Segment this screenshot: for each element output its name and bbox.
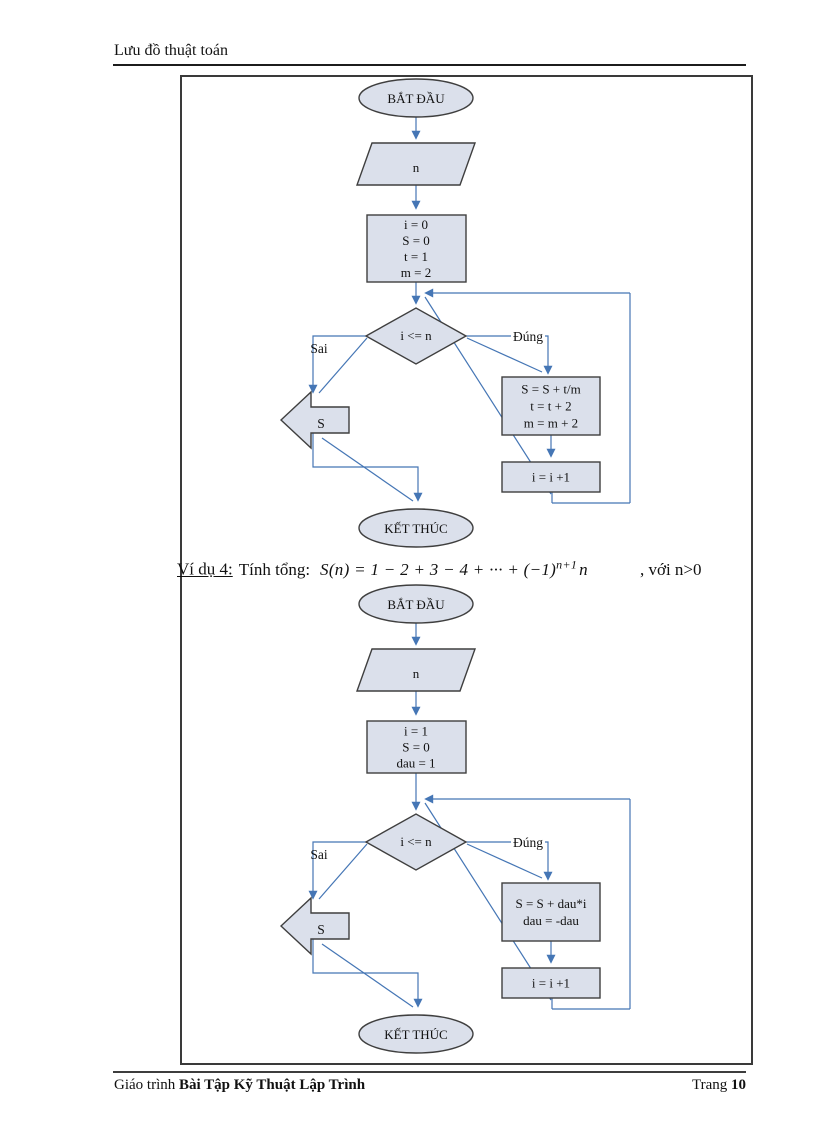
footer-book-title: Bài Tập Kỹ Thuật Lập Trình: [179, 1077, 366, 1093]
process-line: S = S + t/m: [521, 382, 580, 397]
condition-diamond: [364, 813, 468, 871]
formula-superscript: n+1: [556, 557, 578, 571]
increment-label: i = i +1: [532, 470, 570, 485]
footer-book: Giáo trình Bài Tập Kỹ Thuật Lập Trình: [114, 1077, 365, 1094]
end-terminator: [358, 508, 474, 548]
page-header-title: Lưu đồ thuật toán: [114, 42, 228, 59]
footer-page-number: 10: [731, 1077, 746, 1093]
footer-page-label: Trang: [691, 1077, 731, 1093]
process-line: S = S + dau*i: [515, 896, 586, 911]
true-branch-label: Đúng: [513, 835, 543, 850]
page-footer: Giáo trình Bài Tập Kỹ Thuật Lập Trình Tr…: [114, 1077, 746, 1094]
formula-variable: n: [579, 559, 588, 579]
example-label: Ví dụ 4:: [177, 559, 233, 579]
edge-output-to-end-elbow: [312, 433, 423, 502]
increment-rectangle: [501, 461, 601, 493]
process-line: t = t + 2: [530, 399, 571, 414]
footer-rule: [113, 1071, 746, 1073]
input-parallelogram: [356, 648, 476, 692]
output-block-arrow: [279, 390, 350, 450]
process-rectangle: [501, 882, 601, 942]
increment-label: i = i +1: [532, 976, 570, 991]
example-intro: Tính tổng:: [238, 559, 311, 579]
footer-page: Trang 10: [692, 1077, 746, 1094]
end-label: KẾT THÚC: [384, 521, 447, 536]
example-4-line: Ví dụ 4:Tính tổng: S(n) = 1 − 2 + 3 − 4 +…: [177, 557, 777, 580]
start-label: BẮT ĐẦU: [387, 91, 445, 106]
start-label: BẮT ĐẦU: [387, 597, 445, 612]
init-line: i = 1: [404, 724, 428, 739]
init-rectangle: [366, 214, 467, 283]
increment-rectangle: [501, 967, 601, 999]
false-branch-label: Sai: [310, 847, 328, 862]
true-branch-label: Đúng: [513, 329, 543, 344]
start-terminator: [358, 78, 474, 118]
init-line: m = 2: [401, 265, 431, 280]
condition-label: i <= n: [400, 834, 432, 849]
process-line: m = m + 2: [524, 416, 578, 431]
edge-output-to-end-elbow: [312, 939, 423, 1008]
formula-prefix: S(n) = 1 − 2 + 3 − 4 + ··· + (−1): [320, 559, 557, 579]
input-label: n: [413, 666, 420, 681]
start-terminator: [358, 584, 474, 624]
process-rectangle: [501, 376, 601, 436]
output-label: S: [317, 922, 325, 937]
end-terminator: [358, 1014, 474, 1054]
input-label: n: [413, 160, 420, 175]
edge-output-to-end-diagonal: [321, 437, 414, 502]
end-label: KẾT THÚC: [384, 1027, 447, 1042]
init-line: S = 0: [402, 233, 430, 248]
output-label: S: [317, 416, 325, 431]
footer-prefix: Giáo trình: [114, 1077, 179, 1093]
edge-false-elbow: [308, 335, 366, 394]
condition-label: i <= n: [400, 328, 432, 343]
edge-output-to-end-diagonal: [321, 943, 414, 1008]
edge-true-diagonal: [466, 843, 543, 879]
edge-false-diagonal: [318, 843, 368, 900]
edge-true-elbow: [543, 335, 553, 375]
init-rectangle: [366, 720, 467, 774]
init-line: S = 0: [402, 740, 430, 755]
init-line: dau = 1: [396, 756, 435, 771]
process-line: dau = -dau: [523, 913, 579, 928]
flowchart-example3: BẮT ĐẦU n i = 0S = 0t = 1m = 2 i <= n Sai Đún…: [279, 78, 631, 548]
init-line: t = 1: [404, 249, 428, 264]
edge-false-elbow: [308, 841, 366, 900]
false-branch-label: Sai: [310, 341, 328, 356]
diagram-border-box: [180, 75, 753, 1065]
example-condition: , với n>0: [639, 559, 702, 579]
condition-diamond: [364, 307, 468, 365]
edge-true-elbow: [543, 841, 553, 881]
output-block-arrow: [279, 896, 350, 956]
header-rule: [113, 64, 746, 66]
init-line: i = 0: [404, 217, 428, 232]
edge-true-diagonal: [466, 337, 543, 373]
input-parallelogram: [356, 142, 476, 186]
edge-false-diagonal: [318, 337, 368, 394]
